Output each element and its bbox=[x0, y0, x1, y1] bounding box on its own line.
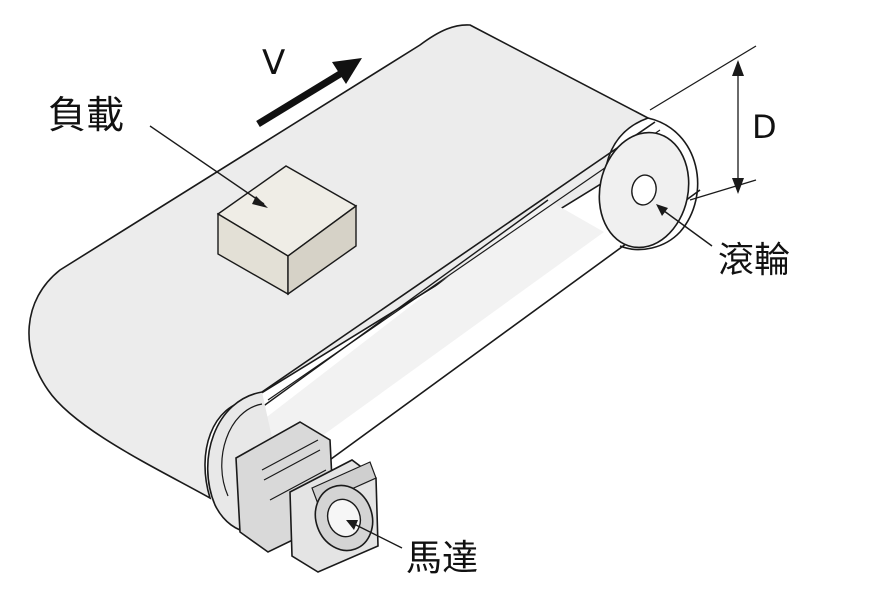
roller-leader-line bbox=[659, 207, 713, 247]
belt-bottom-edge-upper bbox=[257, 199, 549, 411]
motor-leader-line bbox=[349, 521, 403, 549]
motor-fins bbox=[261, 439, 327, 501]
right-roller-axle bbox=[631, 174, 657, 206]
right-roller bbox=[598, 117, 699, 251]
motor-leader-arrow bbox=[346, 520, 358, 530]
load-box-side bbox=[287, 204, 357, 296]
belt-front-edge-top bbox=[261, 121, 656, 393]
diameter-dimension bbox=[649, 45, 757, 201]
diameter-arrow-bottom bbox=[732, 178, 744, 194]
load-label: 負載 bbox=[48, 93, 124, 137]
right-roller-belt-wrap bbox=[619, 117, 699, 251]
velocity-arrow-head bbox=[332, 58, 362, 84]
load-leader-arrow bbox=[252, 196, 268, 208]
left-roller-inner bbox=[221, 403, 263, 497]
motor-label: 馬達 bbox=[406, 538, 478, 579]
velocity-label: V bbox=[262, 43, 285, 83]
velocity-arrow-shaft bbox=[256, 71, 342, 127]
diameter-label: D bbox=[752, 108, 777, 146]
diameter-extension-top bbox=[649, 45, 757, 111]
diameter-extension-bottom bbox=[689, 179, 757, 201]
belt-bottom-run bbox=[250, 200, 604, 462]
load-box bbox=[216, 165, 358, 296]
motor bbox=[235, 421, 379, 573]
roller-leader-arrow bbox=[656, 204, 668, 216]
belt-front-edge-lower bbox=[267, 129, 661, 401]
roller-label: 滾輪 bbox=[718, 240, 790, 281]
velocity-arrow bbox=[256, 58, 362, 127]
load-leader-line bbox=[149, 125, 265, 205]
diameter-arrow-top bbox=[732, 60, 744, 76]
